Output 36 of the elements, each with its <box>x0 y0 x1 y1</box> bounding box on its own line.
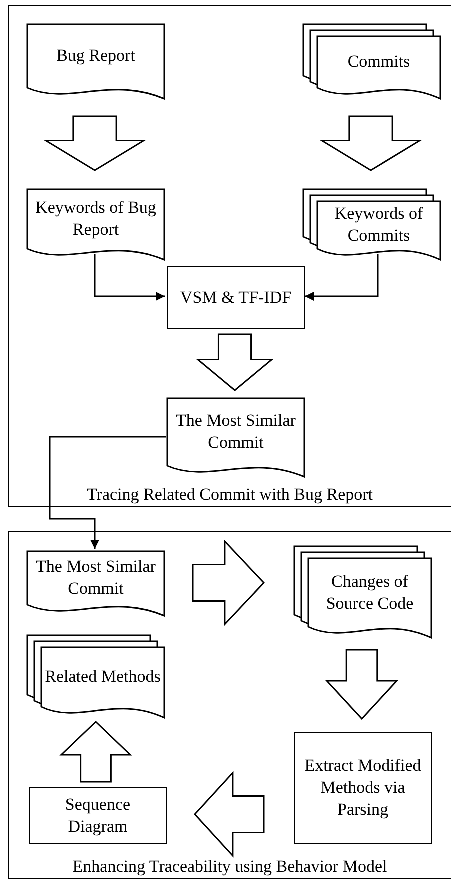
node-label: Keywords of Commits <box>334 203 424 247</box>
process-box <box>167 266 305 329</box>
connector-arrow <box>305 254 379 301</box>
block-arrow <box>319 116 423 172</box>
node-label: Related Methods <box>44 666 162 688</box>
connector-arrow <box>94 254 165 301</box>
block-arrow <box>43 116 147 172</box>
document-shape <box>27 189 165 261</box>
block-arrow <box>194 771 265 858</box>
node-label: Extract Modified Methods via Parsing <box>304 755 422 821</box>
process-box <box>29 787 167 844</box>
node-label: The Most Similar Commit <box>35 556 157 600</box>
section-caption: Enhancing Traceability using Behavior Model <box>72 857 388 877</box>
process-box <box>294 732 432 844</box>
node-label: Bug Report <box>56 45 136 67</box>
section-caption: Tracing Related Commit with Bug Report <box>86 485 374 505</box>
connector-arrow <box>49 436 166 549</box>
multi-document-shape <box>303 24 441 100</box>
multi-document-shape <box>27 635 165 719</box>
node-label: The Most Similar Commit <box>175 410 297 454</box>
block-arrow <box>192 540 266 626</box>
node-label: VSM & TF-IDF <box>179 286 293 308</box>
document-shape <box>27 551 165 617</box>
document-shape <box>167 398 305 478</box>
document-shape <box>27 24 165 100</box>
node-label: Changes of Source Code <box>325 570 415 614</box>
node-label: Keywords of Bug Report <box>34 197 158 241</box>
block-arrow <box>325 649 399 720</box>
multi-document-shape <box>303 189 441 261</box>
block-arrow <box>60 720 132 783</box>
section-panel <box>8 5 451 507</box>
multi-document-shape <box>294 546 432 639</box>
node-label: Sequence Diagram <box>64 794 132 838</box>
section-panel <box>8 531 451 879</box>
node-label: Commits <box>346 51 412 73</box>
block-arrow <box>196 334 274 392</box>
